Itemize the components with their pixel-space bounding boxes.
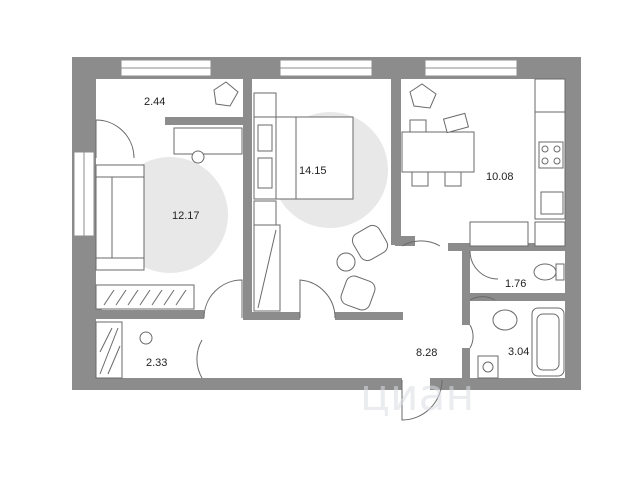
room-area-kitchen: 10.08 xyxy=(486,171,514,183)
room-area-toilet: 1.76 xyxy=(505,278,526,290)
room-area-closet-top: 2.44 xyxy=(144,96,165,108)
room-area-bathroom: 3.04 xyxy=(508,346,529,358)
sink xyxy=(492,309,518,331)
desk xyxy=(173,127,243,155)
interior-walls xyxy=(94,75,568,380)
furniture xyxy=(95,78,566,379)
dining-table xyxy=(401,131,475,173)
shelf-unit xyxy=(253,92,277,118)
plant-icon xyxy=(213,81,437,109)
toilet xyxy=(533,263,557,281)
sofa xyxy=(95,164,145,271)
watermark: циан xyxy=(360,370,474,421)
doors xyxy=(95,119,499,421)
armchair xyxy=(351,224,389,262)
room-area-hallway: 8.28 xyxy=(416,347,437,359)
room-area-storage: 2.33 xyxy=(146,357,167,369)
storage-shelves xyxy=(95,321,123,379)
room-area-bedroom: 14.15 xyxy=(299,165,327,177)
room-area-living-room: 12.17 xyxy=(172,210,200,222)
